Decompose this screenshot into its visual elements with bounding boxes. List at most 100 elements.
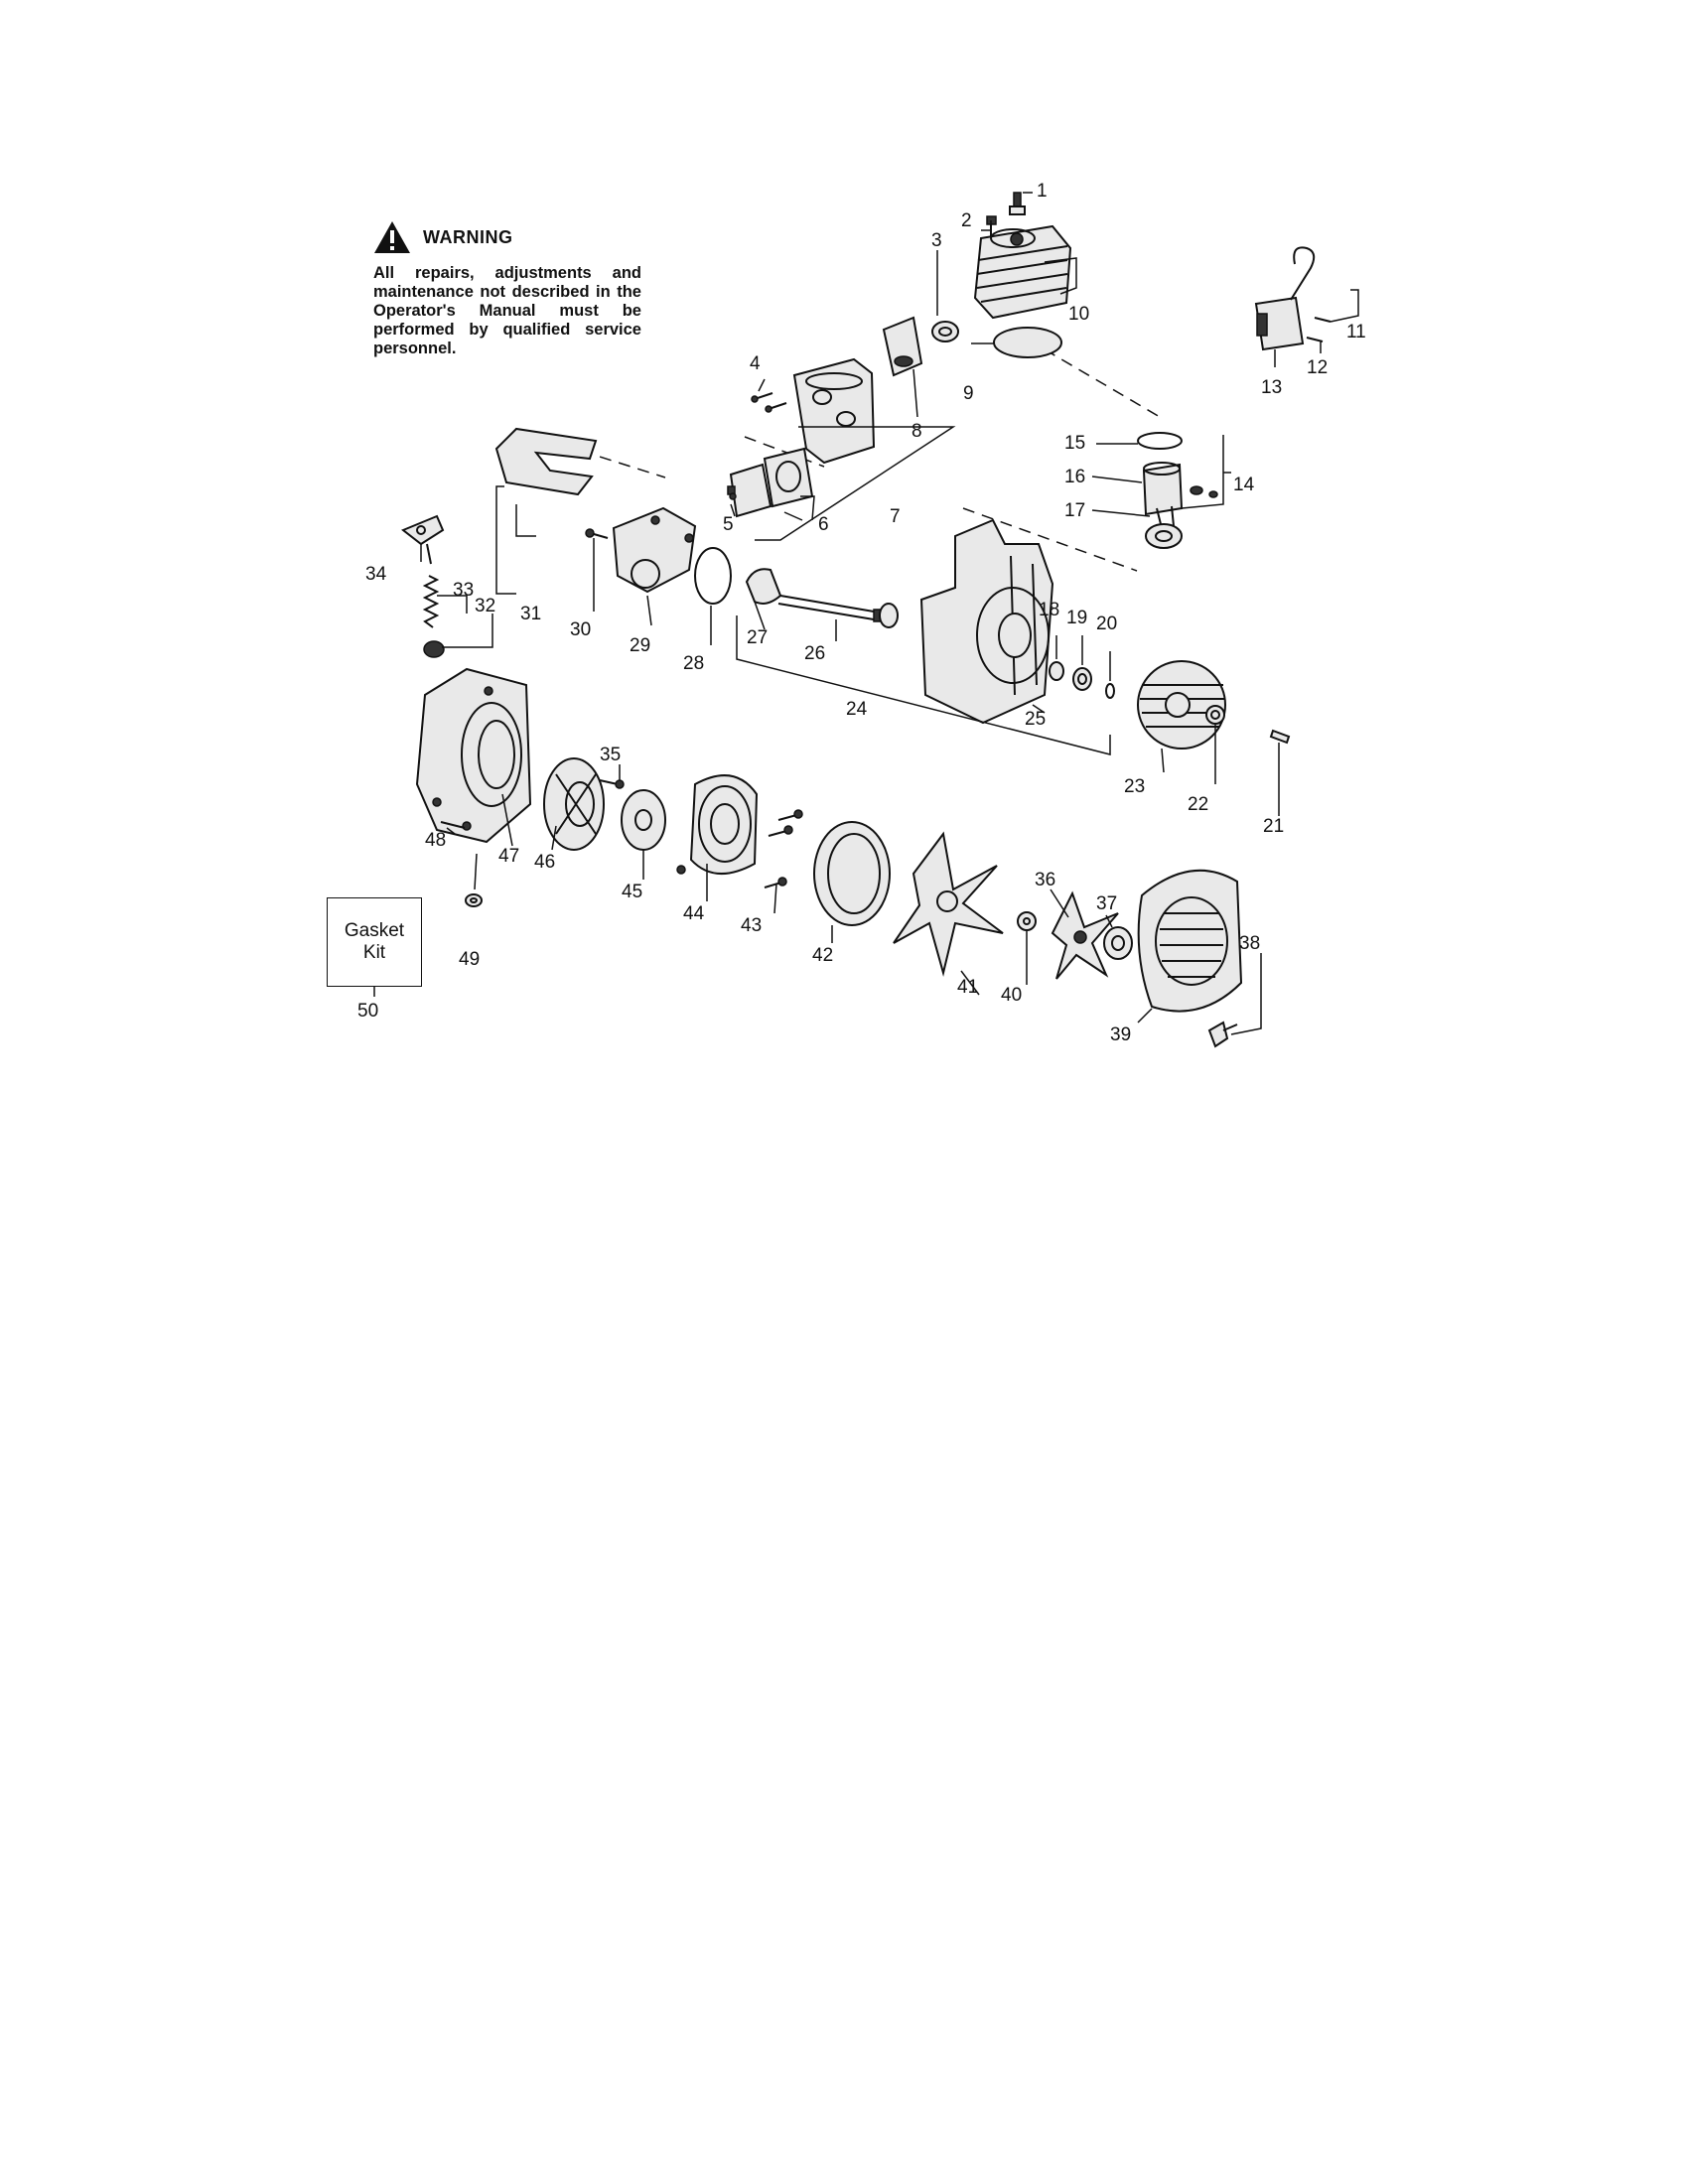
callout-18: 18 [1039,600,1059,620]
part-35-screw [599,779,625,789]
part-26-seal [879,603,899,628]
part-40-nut [1017,911,1037,931]
callout-6: 6 [818,514,829,535]
callout-42: 42 [812,945,833,966]
part-17-connecting-rod [1145,505,1183,549]
part-45-washer [621,789,666,851]
part-47-housing [415,667,532,844]
callout-27: 27 [747,627,768,648]
callout-13: 13 [1261,377,1282,398]
part-36-clutch [1051,890,1119,980]
callout-34: 34 [365,564,387,585]
part-3-seal [931,321,959,342]
callout-12: 12 [1307,357,1328,378]
callout-19: 19 [1066,608,1087,628]
callout-2: 2 [961,210,972,231]
callout-11: 11 [1346,322,1366,342]
warning-text: All repairs, adjustments and maintenance… [373,264,641,357]
warning-triangle-icon [374,221,410,253]
callout-20: 20 [1096,614,1117,634]
part-5-plate [727,463,772,518]
callout-40: 40 [1001,985,1022,1006]
part-43-screws [764,809,803,888]
part-32-bushing [423,640,445,658]
warning-header: WARNING [373,220,641,254]
part-33-spring [422,575,440,628]
warning-block: WARNING All repairs, adjustments and mai… [373,220,641,358]
part-9-cylinder-gasket [993,327,1062,358]
part-27-crankshaft [745,568,885,622]
part-44-starter [676,774,759,876]
part-46-pulley [543,757,605,851]
callout-17: 17 [1064,500,1085,521]
callout-26: 26 [804,643,825,664]
callout-4: 4 [750,353,761,374]
callout-21: 21 [1263,816,1284,837]
part-15-piston-ring [1137,432,1183,450]
callout-49: 49 [459,949,480,970]
part-23-flywheel [1137,660,1226,750]
gasket-kit-label-line2: Kit [362,942,386,963]
callout-48: 48 [425,830,446,851]
callout-7: 7 [890,506,901,527]
callout-38: 38 [1239,933,1260,954]
callout-5: 5 [723,514,734,535]
gasket-kit-box: Gasket Kit [327,897,422,987]
warning-title: WARNING [423,226,513,247]
part-8-heat-shield [882,316,923,377]
callout-16: 16 [1064,467,1085,487]
part-48-screw [440,821,466,829]
callout-1: 1 [1037,181,1048,202]
part-20-key [1105,683,1115,699]
callout-47: 47 [498,846,519,867]
leader-lines [373,192,1359,1035]
callout-23: 23 [1124,776,1145,797]
assembly-dashed-lines [580,348,1161,572]
callout-30: 30 [570,619,591,640]
part-29-intake-adapter [612,506,697,594]
callout-10: 10 [1068,304,1089,325]
part-10-cylinder [973,224,1072,320]
part-37-drum [1103,926,1133,960]
callout-32: 32 [475,596,495,616]
callout-46: 46 [534,852,555,873]
callout-numbers: 1 2 3 4 5 6 7 8 9 10 11 12 13 14 15 16 1… [357,181,1366,1045]
callout-9: 9 [963,383,974,404]
callout-3: 3 [931,230,942,251]
gasket-kit-label-line1: Gasket [344,920,405,941]
callout-44: 44 [683,903,705,924]
part-13-ignition-module [1254,246,1316,351]
part-28-o-ring [694,547,732,605]
part-31-bracket [494,427,598,496]
callout-33: 33 [453,580,474,601]
callout-37: 37 [1096,893,1117,914]
part-49-washer [465,893,483,907]
part-21-pin [1269,729,1291,745]
callout-39: 39 [1110,1024,1131,1045]
part-12-screw [1306,337,1324,342]
part-7-muffler [792,357,876,465]
part-42-ring [813,821,891,926]
callout-31: 31 [520,604,541,624]
callout-35: 35 [600,745,621,765]
part-41-fan [893,831,1004,977]
callout-29: 29 [630,635,650,656]
part-6-muffler-gasket [763,447,814,508]
part-39-cover [1137,869,1243,1013]
part-1-spark-plug [1009,192,1026,215]
callout-25: 25 [1025,709,1046,730]
part-11-screw [1314,317,1332,323]
part-38-clip [1207,1021,1238,1048]
part-30-screw [585,528,609,539]
callout-36: 36 [1035,870,1055,890]
callout-43: 43 [741,915,762,936]
part-25-crankcase [919,518,1054,725]
part-4-screws [751,392,787,413]
callout-41: 41 [957,977,978,998]
callout-22: 22 [1188,794,1208,815]
callout-28: 28 [683,653,704,674]
callout-15: 15 [1064,433,1085,454]
callout-50: 50 [357,1001,378,1022]
part-34-key [401,514,445,565]
